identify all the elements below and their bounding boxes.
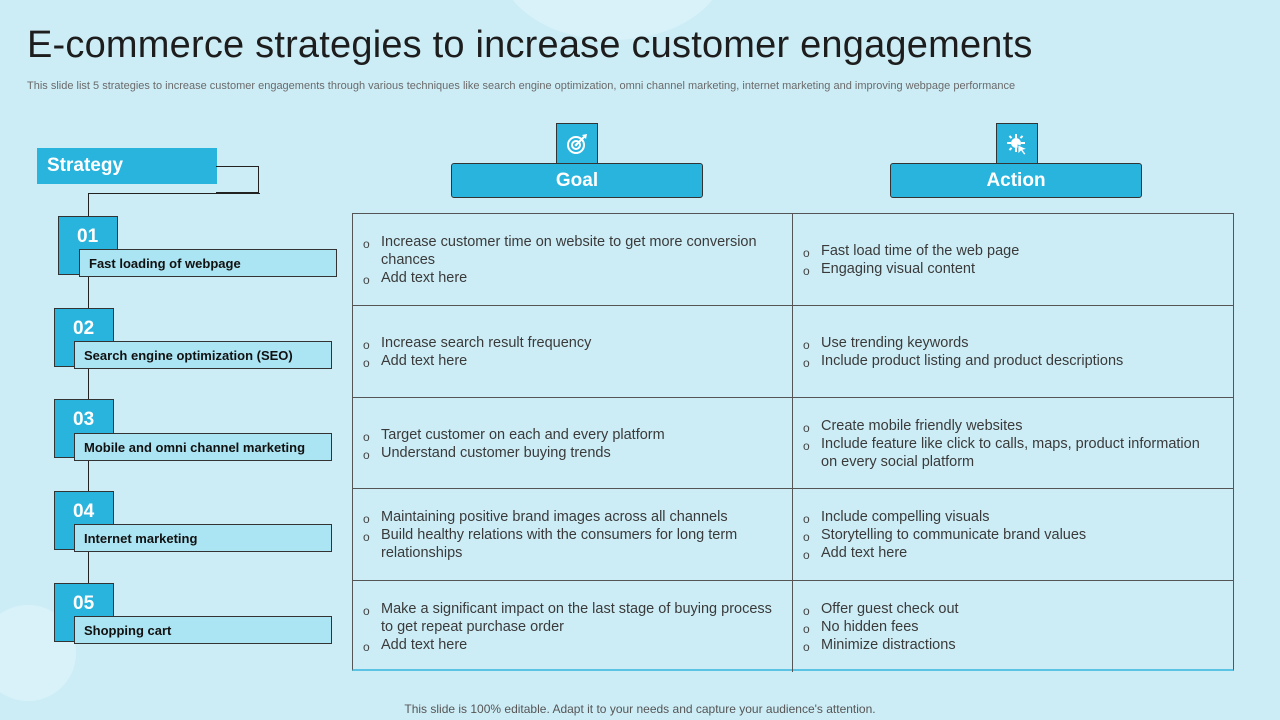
table-row: Target customer on each and every platfo… — [353, 397, 1233, 489]
strategy-label-2: Search engine optimization (SEO) — [74, 341, 332, 369]
goal-bullet: Add text here — [363, 269, 778, 289]
action-bullet: No hidden fees — [803, 618, 959, 638]
action-bullet: Use trending keywords — [803, 334, 1123, 354]
table-row: Make a significant impact on the last st… — [353, 580, 1233, 672]
action-bullet: Storytelling to communicate brand values — [803, 526, 1086, 546]
goal-bullet: Build healthy relations with the consume… — [363, 526, 778, 562]
action-bullet: Include feature like click to calls, map… — [803, 435, 1219, 471]
action-bullet: Include product listing and product desc… — [803, 352, 1123, 372]
goal-cell: Target customer on each and every platfo… — [353, 398, 793, 489]
step-number: 03 — [73, 409, 95, 430]
strategy-step-2: 02 — [54, 308, 114, 367]
action-bullet: Engaging visual content — [803, 260, 1019, 280]
action-bullet: Create mobile friendly websites — [803, 417, 1219, 437]
goal-bullet: Add text here — [363, 352, 591, 372]
goal-bullet: Make a significant impact on the last st… — [363, 600, 778, 636]
strategy-label-4: Internet marketing — [74, 524, 332, 552]
goal-bullet: Add text here — [363, 636, 778, 656]
goal-column-header: Goal — [451, 163, 703, 198]
goal-cell: Maintaining positive brand images across… — [353, 489, 793, 580]
goal-bullet: Maintaining positive brand images across… — [363, 508, 778, 528]
action-bullet: Include compelling visuals — [803, 508, 1086, 528]
action-cell: Include compelling visuals Storytelling … — [793, 489, 1233, 580]
action-bullet: Offer guest check out — [803, 600, 959, 620]
table-row: Increase customer time on website to get… — [353, 214, 1233, 305]
action-bullet: Add text here — [803, 544, 1086, 564]
action-cell: Create mobile friendly websites Include … — [793, 398, 1233, 489]
strategy-header: Strategy — [37, 148, 217, 184]
strategy-label-1: Fast loading of webpage — [79, 249, 337, 277]
action-cell: Use trending keywords Include product li… — [793, 306, 1233, 397]
step-number: 02 — [73, 318, 95, 339]
table-row: Increase search result frequency Add tex… — [353, 305, 1233, 397]
goal-bullet: Increase search result frequency — [363, 334, 591, 354]
action-cell: Offer guest check out No hidden fees Min… — [793, 581, 1233, 672]
strategy-label-3: Mobile and omni channel marketing — [74, 433, 332, 461]
action-cell: Fast load time of the web page Engaging … — [793, 214, 1233, 305]
goal-bullet: Target customer on each and every platfo… — [363, 426, 665, 446]
strategy-label-5: Shopping cart — [74, 616, 332, 644]
table-row: Maintaining positive brand images across… — [353, 488, 1233, 580]
footer-note: This slide is 100% editable. Adapt it to… — [404, 702, 876, 716]
goal-cell: Increase customer time on website to get… — [353, 214, 793, 305]
strategy-connector — [216, 166, 259, 193]
goal-bullet: Understand customer buying trends — [363, 444, 665, 464]
action-bullet: Minimize distractions — [803, 636, 959, 656]
target-icon — [556, 123, 598, 165]
strategy-connector-line — [88, 193, 260, 194]
goal-cell: Make a significant impact on the last st… — [353, 581, 793, 672]
goal-bullet: Increase customer time on website to get… — [363, 233, 778, 269]
step-number: 04 — [73, 501, 95, 522]
goal-cell: Increase search result frequency Add tex… — [353, 306, 793, 397]
page-subtitle: This slide list 5 strategies to increase… — [27, 80, 1016, 92]
gear-cursor-icon — [996, 123, 1038, 165]
strategy-table: Increase customer time on website to get… — [352, 213, 1234, 672]
page-title: E-commerce strategies to increase custom… — [27, 24, 1033, 66]
step-number: 05 — [73, 593, 95, 614]
action-column-header: Action — [890, 163, 1142, 198]
action-bullet: Fast load time of the web page — [803, 242, 1019, 262]
step-number: 01 — [77, 226, 99, 247]
